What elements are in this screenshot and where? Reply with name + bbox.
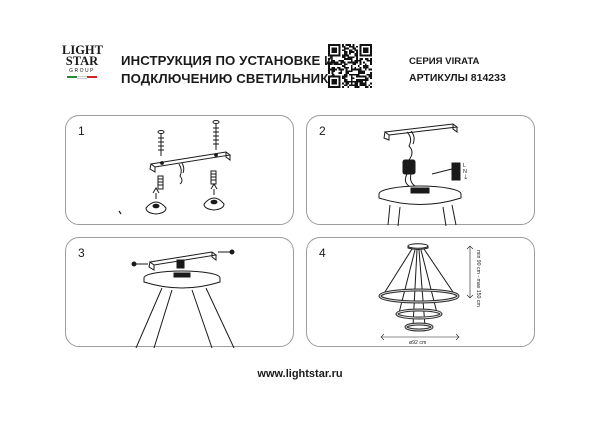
logo-word-group: GROUP [69, 68, 95, 74]
drilled-hole-left [145, 187, 167, 215]
website-link[interactable]: www.lightstar.ru [257, 368, 343, 380]
screw-icon [131, 261, 148, 267]
terminal-label-l: L [463, 163, 466, 169]
screw-icon [212, 120, 220, 150]
canopy-ring [378, 185, 462, 226]
step-1-panel: 1 [65, 115, 294, 225]
step-4-number: 4 [319, 246, 326, 260]
title-line-1: ИНСТРУКЦИЯ ПО УСТАНОВКЕ И [121, 53, 334, 68]
qr-code-icon [328, 44, 372, 88]
screw-icon [157, 130, 165, 156]
diameter-label: ø92 cm [409, 340, 426, 346]
step-2-number: 2 [319, 124, 326, 138]
title-line-2: ПОДКЛЮЧЕНИЮ СВЕТИЛЬНИКА [121, 71, 338, 86]
step-1-illustration [118, 120, 232, 215]
step-2-illustration: L N ⏚ [378, 123, 469, 226]
mounting-bracket [383, 123, 459, 161]
terminal-label-n: N [463, 169, 467, 175]
article-label: АРТИКУЛЫ 814233 [409, 72, 506, 84]
series-label: СЕРИЯ VIRATA [409, 56, 480, 67]
drilled-hole-right [203, 183, 225, 211]
step-3-panel: 3 [65, 237, 294, 348]
wire-connector-icon [402, 159, 416, 187]
step-3-number: 3 [78, 246, 85, 260]
mounting-bracket [148, 251, 218, 271]
step-3-illustration [131, 249, 235, 348]
terminal-block-icon [431, 162, 461, 181]
page-title: ИНСТРУКЦИЯ ПО УСТАНОВКЕ И ПОДКЛЮЧЕНИЮ СВ… [121, 52, 338, 88]
wall-anchor-icon [210, 170, 217, 185]
canopy-ring [143, 270, 221, 289]
screw-icon [218, 249, 235, 255]
step-4-illustration: min 90 cm - max 150 cm ø92 cm [378, 243, 481, 346]
chandelier-drawing [378, 243, 460, 332]
mounting-bracket [149, 151, 232, 185]
step-4-panel: 4 min 90 cm - max 150 cm ø92 cm [306, 237, 535, 347]
height-label: min 90 cm - max 150 cm [475, 250, 481, 307]
terminal-label-ground: ⏚ [463, 174, 469, 181]
height-dimension [466, 245, 474, 299]
logo-word-star: STAR [65, 54, 99, 68]
wall-anchor-icon [157, 175, 164, 190]
lightstar-logo: LIGHT STAR GROUP [62, 43, 103, 97]
step-2-panel: 2 L N ⏚ [306, 115, 535, 226]
logo-word-light: LIGHT [62, 43, 103, 57]
step-1-number: 1 [78, 124, 85, 138]
italian-flag-icon [62, 76, 102, 79]
diameter-dimension [380, 333, 460, 341]
